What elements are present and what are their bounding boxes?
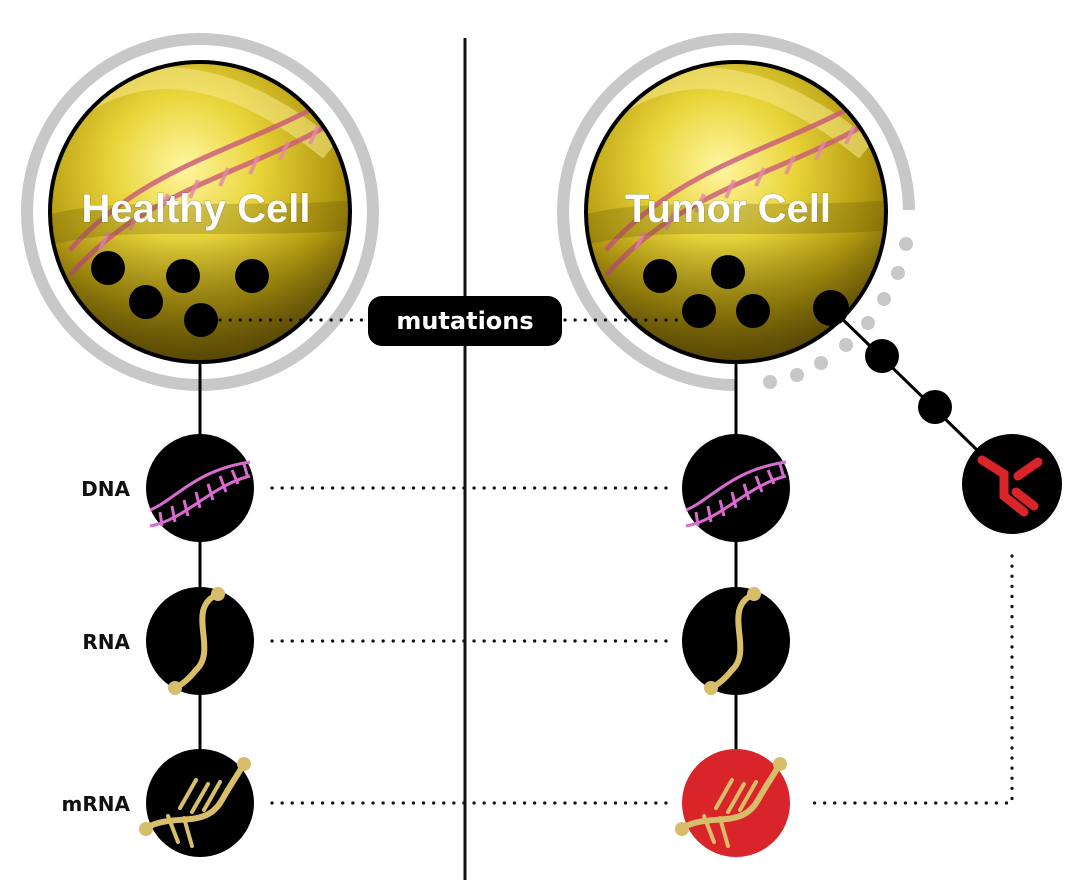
healthy-cell-title: Healthy Cell [82, 187, 311, 231]
tumor-cell: Tumor Cell [557, 33, 915, 391]
antibody-branch [813, 290, 1062, 534]
dna-helix-icon [685, 460, 787, 528]
tumor-mrna-node [675, 749, 790, 857]
tumor-mutation-dots [643, 255, 770, 328]
tumor-dna-texture [586, 62, 886, 362]
healthy-dna-node [146, 434, 254, 542]
tumor-ring-breakup-dots [763, 237, 913, 389]
tumor-dna-node [682, 434, 790, 542]
antibody-node [962, 434, 1062, 534]
row-label-mrna: mRNA [62, 792, 131, 816]
healthy-rna-node [146, 587, 254, 695]
antibody-icon [977, 455, 1043, 517]
healthy-cell: Healthy Cell [21, 33, 379, 391]
antibody-to-mrna-connector [806, 554, 1014, 805]
mrna-strand-icon [675, 757, 787, 848]
tumor-outer-ring [557, 33, 915, 391]
rna-strand-icon [704, 587, 761, 695]
mrna-strand-icon [139, 757, 251, 848]
row-label-dna: DNA [81, 477, 130, 501]
dna-helix-icon [149, 460, 251, 528]
healthy-mrna-node [139, 749, 254, 857]
mutations-badge-label: mutations [396, 307, 533, 335]
healthy-mutation-dots [91, 251, 269, 337]
tumor-cell-title: Tumor Cell [625, 187, 831, 231]
rna-strand-icon [168, 587, 225, 695]
row-label-rna: RNA [82, 630, 130, 654]
mutations-badge: mutations [368, 296, 562, 346]
tumor-rna-node [682, 587, 790, 695]
